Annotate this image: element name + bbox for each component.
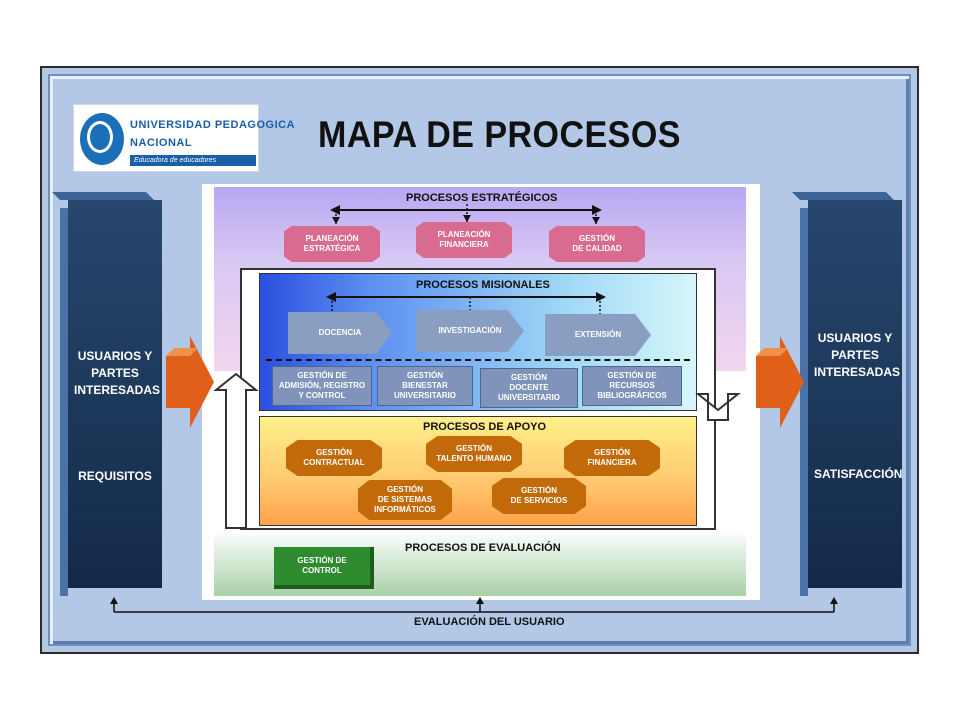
- strategic-node-2: PLANEACIÓN FINANCIERA: [416, 222, 512, 258]
- support-node-1: GESTIÓN CONTRACTUAL: [286, 440, 382, 476]
- left-column: USUARIOS Y PARTES INTERESADAS REQUISITOS: [60, 200, 162, 596]
- strategic-node-1: PLANEACIÓN ESTRATÉGICA: [284, 226, 380, 262]
- support-section-label: PROCESOS DE APOYO: [423, 421, 547, 433]
- missional-support-node-1: GESTIÓN DE ADMISIÓN, REGISTRO Y CONTROL: [272, 366, 372, 406]
- strategic-connector: [335, 204, 597, 224]
- right-column-label-top: USUARIOS Y PARTES INTERESADAS: [814, 331, 901, 379]
- left-column-label-bottom: REQUISITOS: [78, 469, 152, 483]
- evaluation-section-label: PROCESOS DE EVALUACIÓN: [405, 542, 561, 554]
- logo-line-2: NACIONAL: [130, 137, 193, 149]
- missional-node-1: DOCENCIA: [288, 312, 392, 354]
- missional-support-node-3: GESTIÓN DOCENTE UNIVERSITARIO: [480, 368, 578, 408]
- left-column-label-top: USUARIOS Y PARTES INTERESADAS: [74, 349, 161, 397]
- input-arrow-left: [166, 336, 214, 428]
- strategic-node-3: GESTIÓN DE CALIDAD: [549, 226, 645, 262]
- down-flow-arrow: [695, 393, 741, 421]
- logo-line-1: UNIVERSIDAD PEDAGOGICA: [130, 119, 296, 131]
- support-node-3: GESTIÓN FINANCIERA: [564, 440, 660, 476]
- footer-label: EVALUACIÓN DEL USUARIO: [414, 616, 565, 628]
- university-logo: UNIVERSIDAD PEDAGOGICA NACIONAL Educador…: [73, 104, 295, 172]
- missional-node-2: INVESTIGACIÓN: [416, 310, 524, 352]
- input-arrow-right: [756, 336, 804, 428]
- right-column: USUARIOS Y PARTES INTERESADAS SATISFACCI…: [800, 200, 903, 596]
- missional-node-3: EXTENSIÓN: [545, 314, 651, 356]
- feedback-connector: [113, 600, 835, 613]
- support-node-4: GESTIÓN DE SISTEMAS INFORMÁTICOS: [358, 480, 452, 520]
- missional-divider: [266, 359, 690, 361]
- support-node-5: GESTIÓN DE SERVICIOS: [492, 478, 586, 514]
- inner-frame: [48, 74, 911, 646]
- right-column-label-bottom: SATISFACCIÓN: [814, 467, 903, 481]
- missional-support-node-4: GESTIÓN DE RECURSOS BIBLIOGRÁFICOS: [582, 366, 682, 406]
- evaluation-node-1: GESTIÓN DE CONTROL: [274, 547, 374, 589]
- page-title: MAPA DE PROCESOS: [318, 114, 681, 155]
- logo-tagline: Educadora de educadores: [130, 155, 256, 166]
- missional-support-node-2: GESTIÓN BIENESTAR UNIVERSITARIO: [377, 366, 473, 406]
- missional-connector: [331, 296, 601, 314]
- support-node-2: GESTIÓN TALENTO HUMANO: [426, 436, 522, 472]
- strategic-section-label: PROCESOS ESTRATÉGICOS: [406, 192, 558, 204]
- missional-section-label: PROCESOS MISIONALES: [416, 279, 550, 291]
- up-flow-arrow: [213, 372, 259, 529]
- logo-emblem-icon: [80, 113, 124, 165]
